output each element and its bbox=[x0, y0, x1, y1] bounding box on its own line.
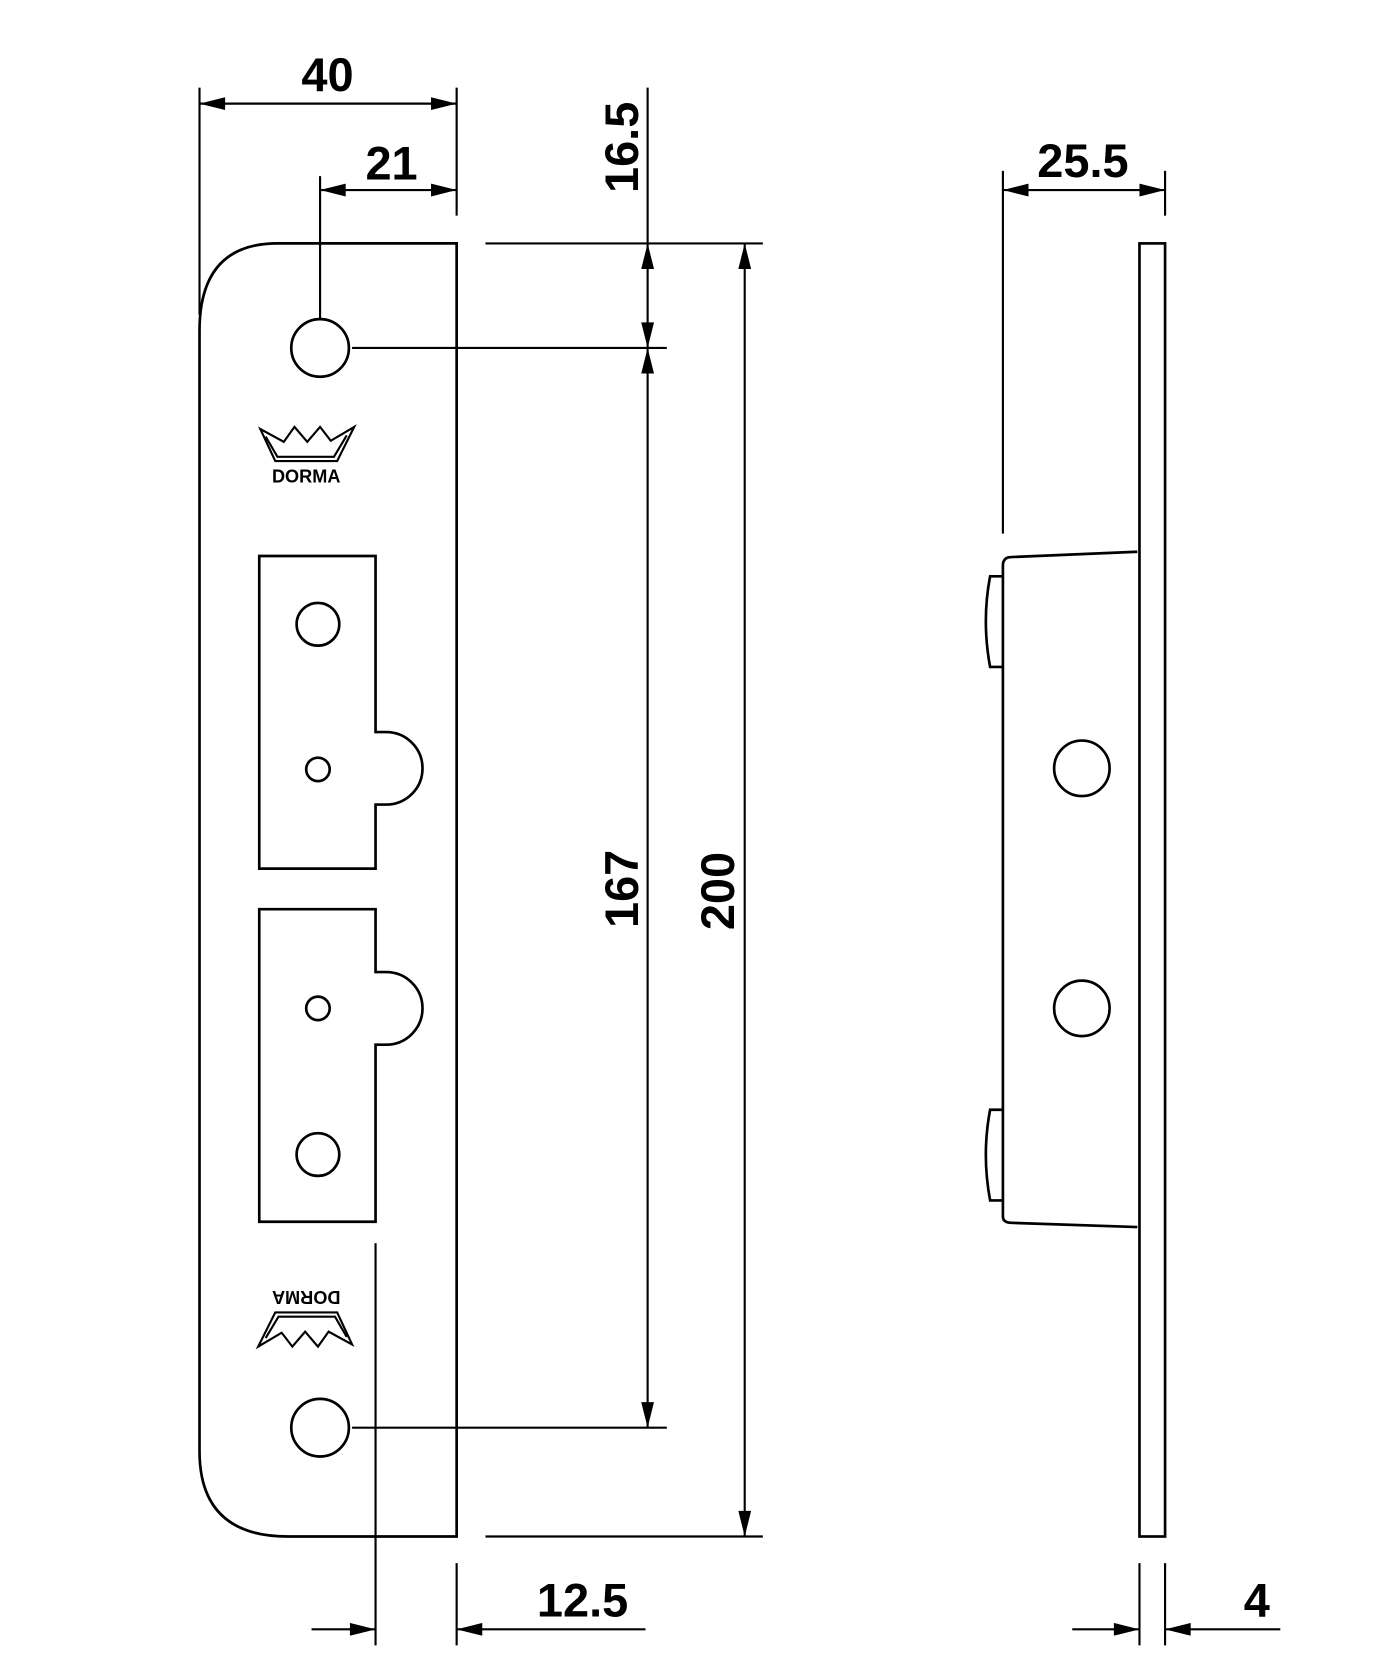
dim-hole-spacing: 167 bbox=[596, 850, 648, 928]
dim-edge-offset: 12.5 bbox=[537, 1575, 628, 1627]
upper-bolt-bump bbox=[984, 574, 1003, 669]
lower-latch-cutout bbox=[257, 907, 424, 1224]
brand-logo-text: DORMA bbox=[272, 466, 340, 486]
crown-icon bbox=[257, 424, 357, 463]
front-dimensions: 40 21 16.5 167 200 12.5 bbox=[198, 49, 763, 1646]
side-plate bbox=[1138, 242, 1167, 1538]
lower-cutout-hole bbox=[295, 1131, 341, 1178]
dorma-logo-bottom: DORMA bbox=[255, 1287, 355, 1350]
strike-plate-outline bbox=[198, 242, 458, 1538]
dorma-logo-top: DORMA bbox=[257, 424, 357, 486]
lower-cutout-small-hole bbox=[304, 995, 332, 1022]
side-hole-lower bbox=[1052, 979, 1111, 1038]
bottom-mounting-hole bbox=[289, 1397, 351, 1458]
dim-height-total: 200 bbox=[692, 852, 744, 930]
front-view: DORMA DORMA bbox=[198, 242, 458, 1538]
dim-width-total: 40 bbox=[301, 49, 353, 101]
dim-hole-offset: 21 bbox=[365, 137, 417, 189]
crown-icon bbox=[255, 1311, 355, 1350]
side-dimensions: 25.5 4 bbox=[1001, 135, 1281, 1646]
upper-cutout-small-hole bbox=[304, 756, 332, 783]
brand-logo-text-inverted: DORMA bbox=[272, 1287, 340, 1307]
top-mounting-hole bbox=[289, 317, 351, 379]
side-hole-upper bbox=[1052, 739, 1111, 798]
latch-body bbox=[1001, 550, 1138, 1229]
crown-inner-icon bbox=[264, 434, 348, 458]
lower-bolt-bump bbox=[984, 1108, 1003, 1202]
upper-latch-cutout bbox=[257, 554, 424, 870]
upper-cutout-hole bbox=[295, 601, 341, 647]
side-view bbox=[984, 242, 1167, 1538]
dim-hole-top-offset: 16.5 bbox=[596, 102, 648, 193]
dim-depth-total: 25.5 bbox=[1037, 135, 1128, 187]
dim-plate-thickness: 4 bbox=[1244, 1575, 1270, 1627]
crown-inner-icon bbox=[264, 1315, 348, 1339]
